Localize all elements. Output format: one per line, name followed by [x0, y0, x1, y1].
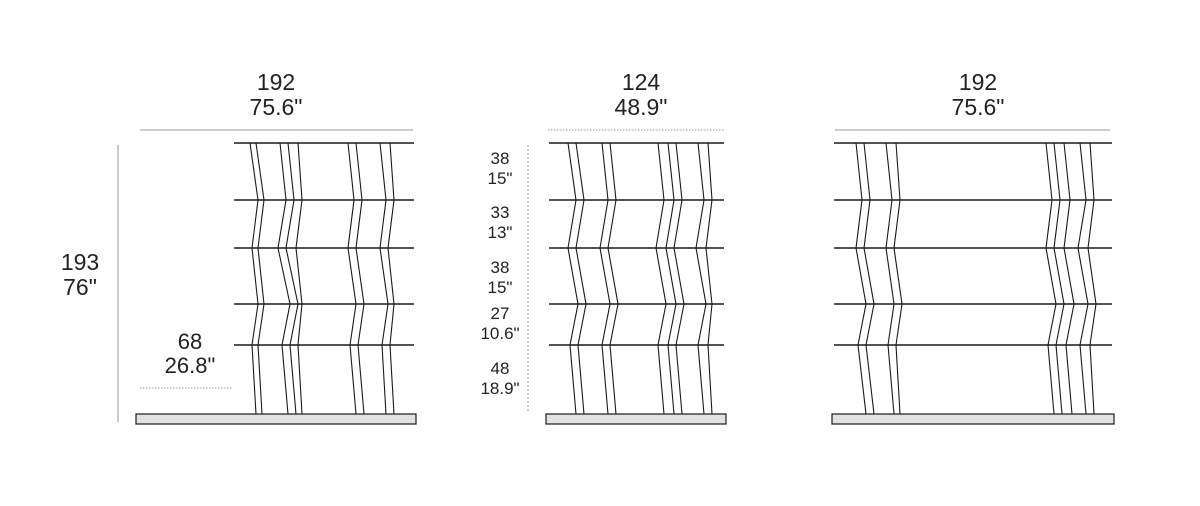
section-5-cm: 48: [490, 359, 510, 378]
left-height-cm: 193: [60, 249, 100, 275]
right-width-in: 75.6": [951, 94, 1005, 121]
section-label-2: 33 13": [470, 203, 530, 242]
middle-width-in: 48.9": [614, 94, 668, 121]
section-5-in: 18.9": [480, 378, 520, 398]
right-shelf-base: [831, 413, 1115, 425]
dimension-lines: [117, 129, 1110, 422]
left-shelf-base: [135, 413, 417, 425]
right-shelf-supports: [855, 142, 1097, 415]
right-shelf: [834, 142, 1112, 415]
middle-shelf-base: [545, 413, 727, 425]
middle-shelf: [549, 142, 724, 415]
left-depth-label: 68 26.8": [150, 329, 230, 379]
left-shelf-supports: [249, 142, 395, 415]
right-width-cm: 192: [958, 69, 998, 95]
section-4-in: 10.6": [480, 323, 520, 343]
section-2-cm: 33: [490, 203, 510, 222]
section-1-in: 15": [487, 168, 513, 188]
right-width-label: 192 75.6": [928, 69, 1028, 121]
left-height-label: 193 76": [40, 249, 120, 301]
left-height-in: 76": [63, 274, 97, 301]
section-label-5: 48 18.9": [470, 359, 530, 398]
left-width-label: 192 75.6": [226, 69, 326, 121]
section-4-cm: 27: [490, 304, 510, 323]
section-label-4: 27 10.6": [470, 304, 530, 343]
left-depth-cm: 68: [177, 329, 203, 354]
section-3-in: 15": [487, 277, 513, 297]
left-shelf: [234, 142, 414, 415]
section-1-cm: 38: [490, 149, 510, 168]
middle-width-cm: 124: [621, 69, 661, 95]
section-label-3: 38 15": [470, 258, 530, 297]
section-2-in: 13": [487, 222, 513, 242]
middle-shelf-supports: [567, 142, 713, 415]
section-label-1: 38 15": [470, 149, 530, 188]
left-width-cm: 192: [256, 69, 296, 95]
left-width-in: 75.6": [249, 94, 303, 121]
middle-width-label: 124 48.9": [591, 69, 691, 121]
section-3-cm: 38: [490, 258, 510, 277]
left-depth-in: 26.8": [164, 353, 216, 379]
